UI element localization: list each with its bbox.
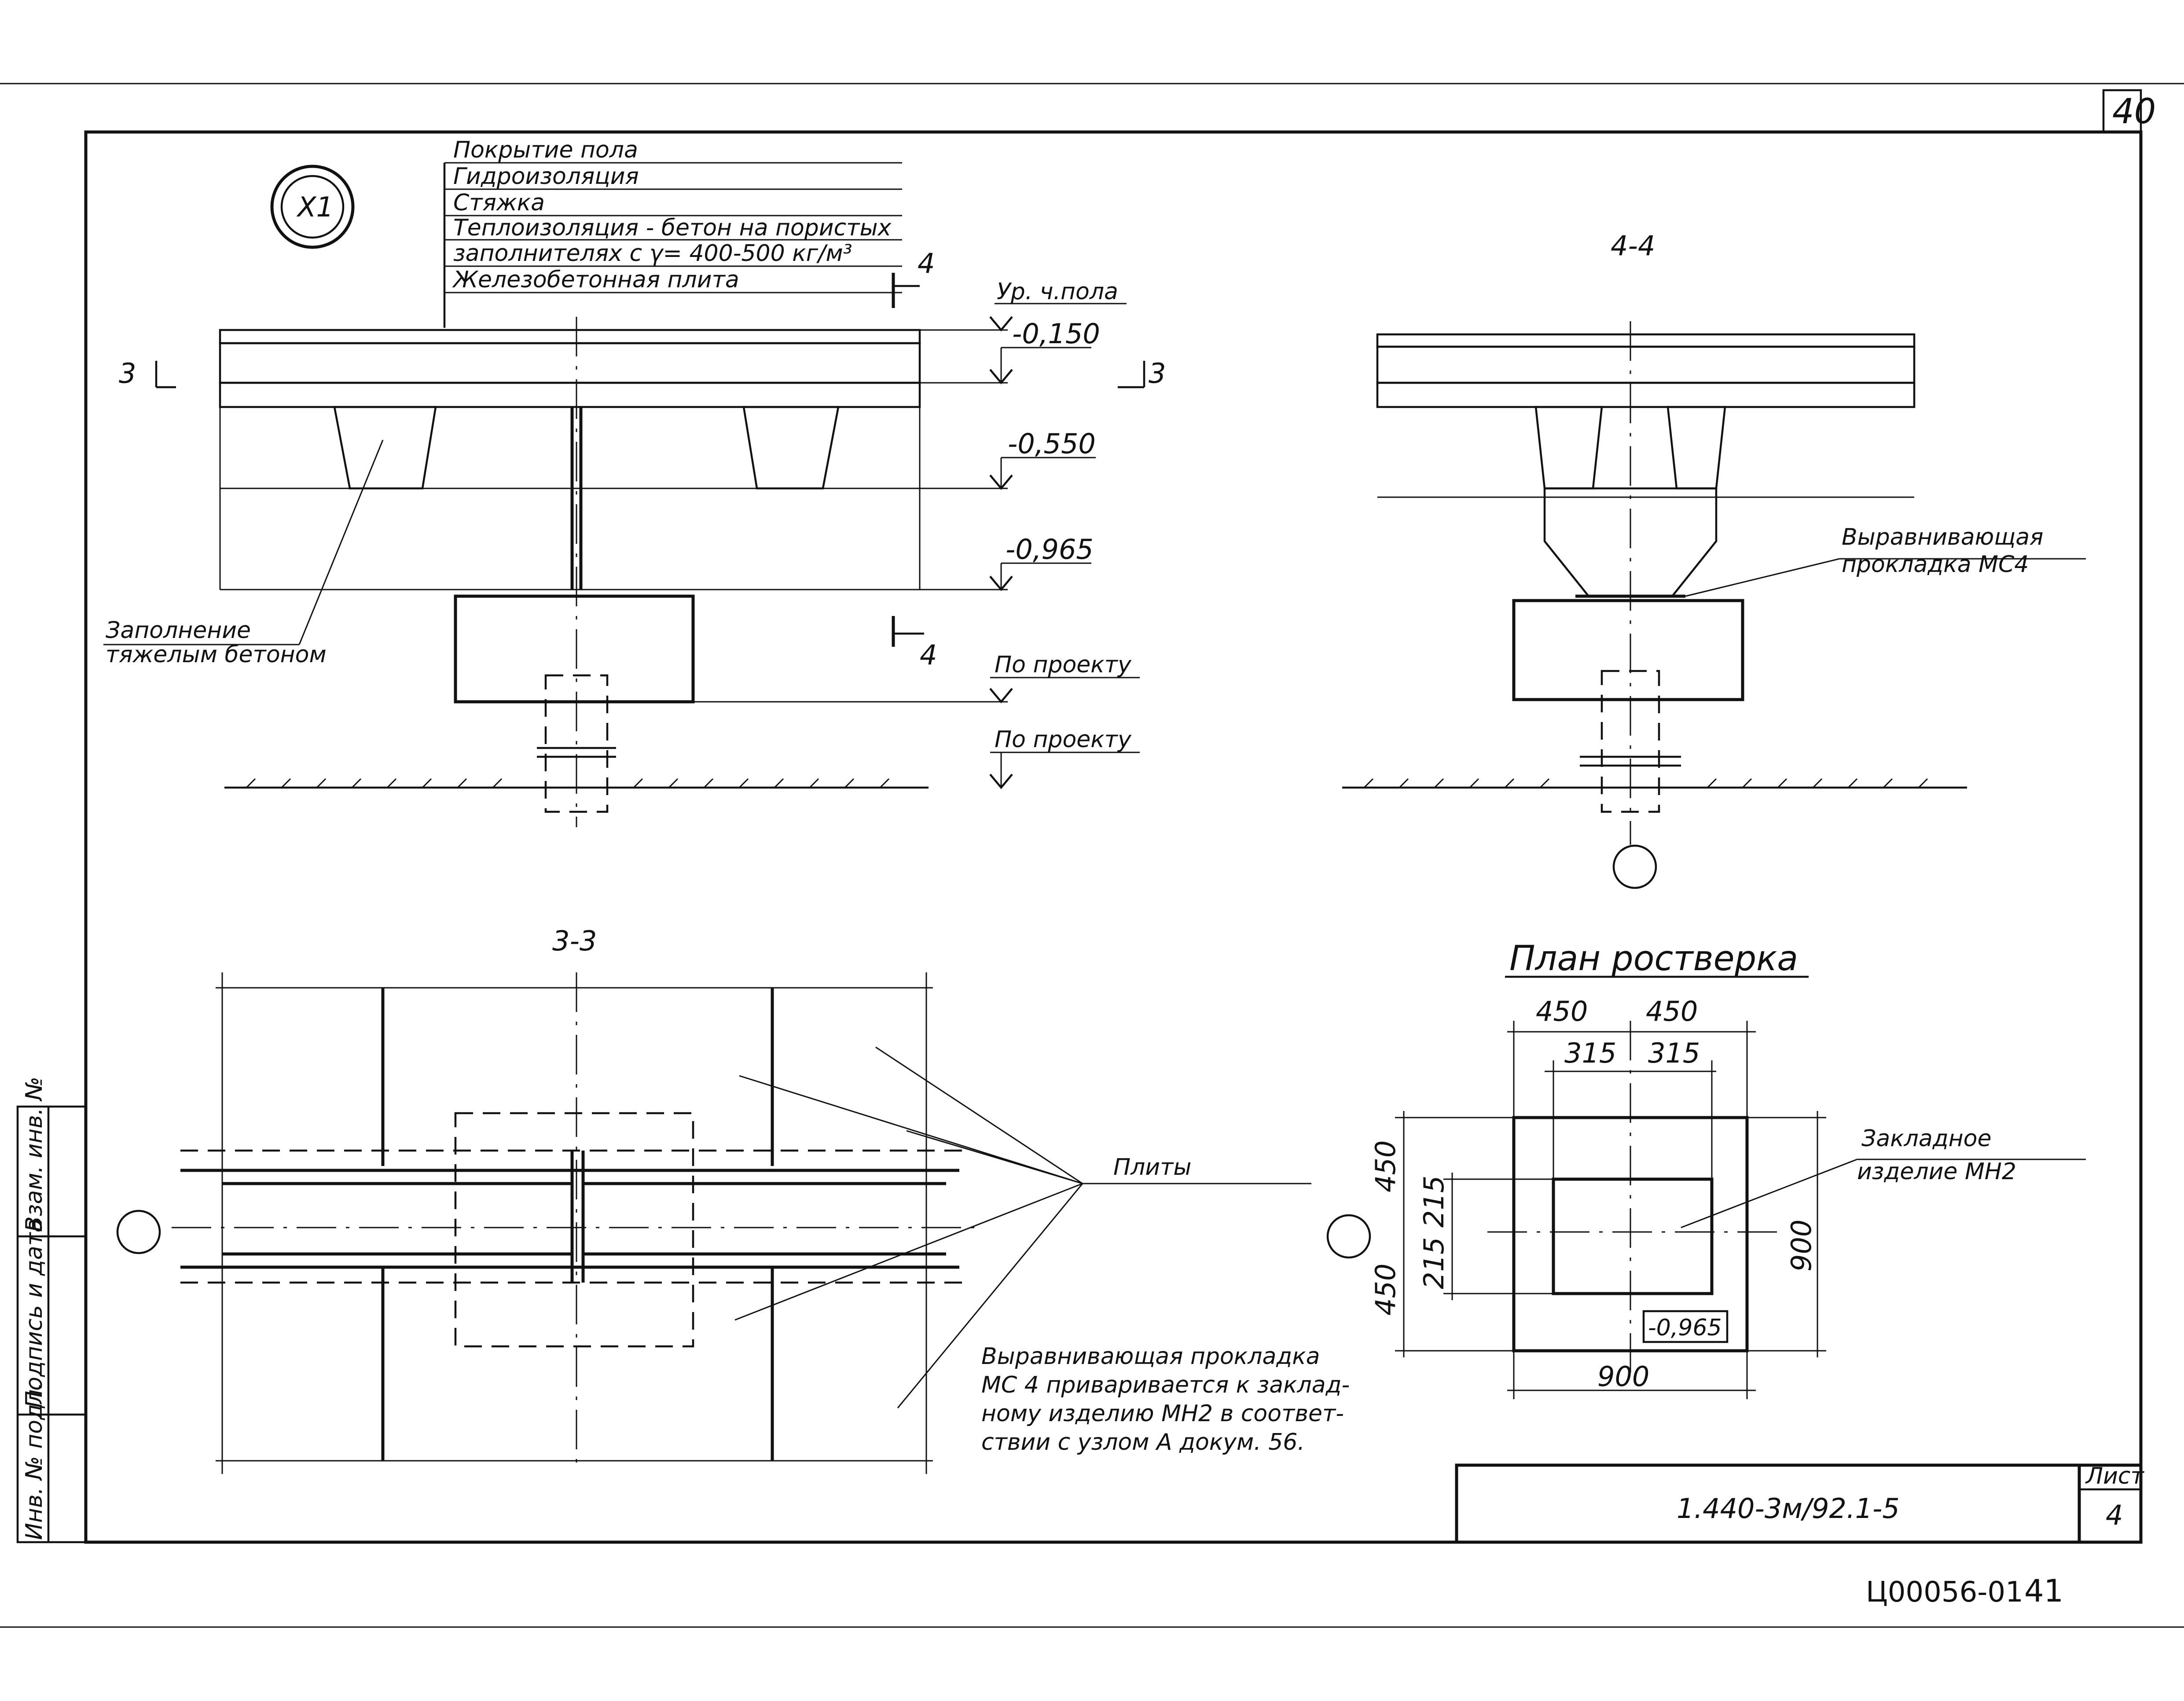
node-marker-outer bbox=[270, 165, 355, 249]
layer-insulation-density: заполнителях с γ= 400-500 кг/м³ bbox=[453, 240, 852, 267]
layer-screed: Стяжка bbox=[453, 190, 545, 216]
dim-left-215-top: 215 bbox=[1418, 1176, 1450, 1228]
footer-page: 41 bbox=[2024, 1573, 2063, 1609]
level-minus-0550: -0,550 bbox=[1008, 428, 1096, 460]
cut-mark-3-right: 3 bbox=[1149, 357, 1166, 389]
sheet-value: 4 bbox=[2106, 1499, 2123, 1531]
embed-note-line1: Закладное bbox=[1861, 1125, 1991, 1152]
dim-left-450-top: 450 bbox=[1369, 1140, 1402, 1192]
node-marker-label: X1 bbox=[296, 191, 334, 223]
title-block: 1.440-3м/92.1-5 Лист 4 bbox=[1455, 1463, 2144, 1544]
layer-waterproofing: Гидроизоляция bbox=[453, 163, 639, 190]
embed-note-line2: изделие МН2 bbox=[1857, 1158, 2016, 1185]
insulation-layer bbox=[219, 342, 921, 384]
layer-insulation: Теплоизоляция - бетон на пористых bbox=[453, 215, 892, 241]
pad-weld-note-4: ствии с узлом А докум. 56. bbox=[981, 1429, 1305, 1455]
pad-weld-note-3: ному изделию МН2 в соответ- bbox=[981, 1400, 1344, 1427]
pile-cap bbox=[454, 594, 695, 704]
section-3-3: 3-3 Плиты Выравнивающая прокладка МС 4 bbox=[116, 925, 1350, 1474]
node-marker-inner bbox=[280, 175, 345, 239]
footer-code: Ц00056-01 bbox=[1866, 1576, 2023, 1609]
slab-rib-right bbox=[742, 406, 840, 490]
sec44-flange bbox=[1376, 381, 1916, 408]
sec44-pile-cap bbox=[1512, 599, 1744, 701]
cut-mark-4-bottom: 4 bbox=[920, 639, 937, 671]
dim-top-450-right: 450 bbox=[1646, 995, 1698, 1027]
stamp-inv-no: Инв. № подл. bbox=[21, 1382, 48, 1540]
sheet-label: Лист bbox=[2085, 1463, 2144, 1489]
level-by-project-2: По проекту bbox=[995, 726, 1132, 753]
slab-rib-left bbox=[333, 406, 437, 490]
dim-top-315-left: 315 bbox=[1564, 1037, 1616, 1069]
sec33-cap-outline bbox=[454, 1112, 694, 1348]
pad-note-line2: прокладка МС4 bbox=[1842, 551, 2029, 578]
cut-mark-4-top: 4 bbox=[918, 247, 935, 279]
slabs-label: Плиты bbox=[1113, 1154, 1191, 1180]
pile-cap-plan: План ростверка 450 450 315 315 450 450 2… bbox=[1326, 939, 2086, 1399]
axis-bubble-sec33 bbox=[116, 1210, 161, 1254]
dim-top-315-right: 315 bbox=[1648, 1037, 1700, 1069]
stamp-replace-inv: Взам. инв. № bbox=[21, 1077, 48, 1232]
layer-rc-slab: Железобетонная плита bbox=[452, 267, 739, 293]
sec44-insulation bbox=[1376, 345, 1916, 384]
section-x1: X1 Покрытие пола Гидроизоляция Стяжка Те… bbox=[103, 137, 1166, 827]
section-3-3-title: 3-3 bbox=[552, 925, 597, 957]
fill-note-line2: тяжелым бетоном bbox=[106, 642, 327, 668]
level-minus-0965: -0,965 bbox=[1006, 533, 1094, 565]
pad-weld-note-1: Выравнивающая прокладка bbox=[981, 1343, 1320, 1370]
dim-left-215-bottom: 215 bbox=[1418, 1237, 1450, 1289]
ground-hatch bbox=[246, 778, 890, 788]
pad-note-line1: Выравнивающая bbox=[1842, 524, 2043, 550]
sheet-number-box bbox=[2102, 89, 2142, 133]
dim-left-450-bottom: 450 bbox=[1369, 1264, 1402, 1316]
pad-weld-note-2: МС 4 приваривается к заклад- bbox=[981, 1372, 1350, 1398]
axis-bubble-plan bbox=[1326, 1214, 1371, 1259]
dim-bottom-900: 900 bbox=[1597, 1360, 1649, 1393]
sheet-number-top: 40 bbox=[2112, 92, 2156, 132]
drawing-frame bbox=[84, 130, 2143, 1544]
side-stamp: Инв. № подл. Подпись и дата Взам. инв. № bbox=[16, 1077, 87, 1543]
level-by-project-1: По проекту bbox=[995, 652, 1132, 678]
stamp-sign-date: Подпись и дата bbox=[21, 1218, 48, 1408]
section-4-4-title: 4-4 bbox=[1611, 230, 1655, 262]
axis-bubble-sec44 bbox=[1612, 844, 1657, 889]
doc-code: 1.440-3м/92.1-5 bbox=[1677, 1492, 1900, 1525]
cut-mark-3-left: 3 bbox=[119, 357, 136, 389]
section-4-4: 4-4 Выравнивающая прокладка МС4 bbox=[1342, 230, 2086, 889]
plan-title: План ростверка bbox=[1509, 939, 1798, 979]
floor-finish-layer bbox=[219, 329, 921, 345]
slab-flange bbox=[219, 381, 921, 408]
layer-floor-cover: Покрытие пола bbox=[453, 137, 638, 163]
pile-dashed bbox=[544, 674, 609, 813]
plan-level-value: -0,965 bbox=[1648, 1315, 1722, 1341]
plan-level-box bbox=[1642, 1310, 1729, 1343]
fill-note-line1: Заполнение bbox=[106, 617, 251, 644]
level-floor-label: Ур. ч.пола bbox=[997, 279, 1118, 305]
dim-top-450-left: 450 bbox=[1536, 995, 1588, 1027]
level-minus-0150: -0,150 bbox=[1012, 318, 1100, 350]
dim-right-900: 900 bbox=[1785, 1220, 1817, 1272]
plan-embed-plate bbox=[1552, 1177, 1714, 1295]
